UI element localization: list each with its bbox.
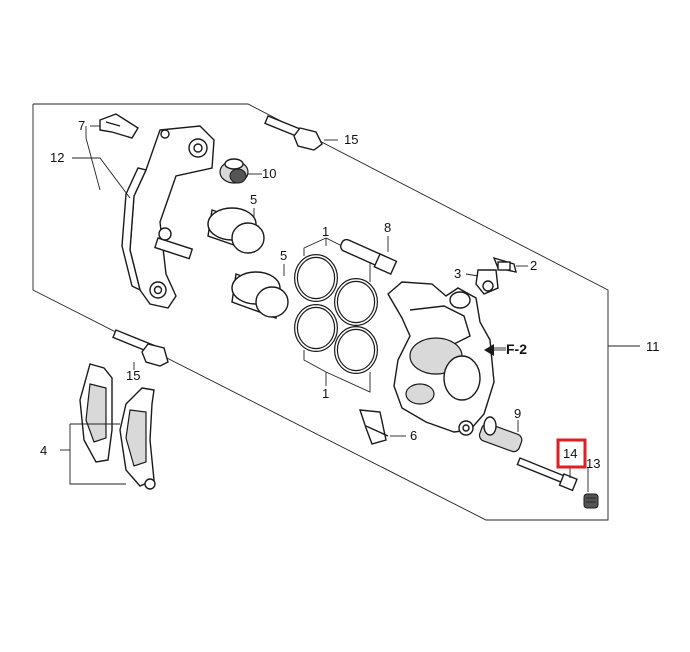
pad-retainer [358,409,389,445]
callout-8: 8 [384,220,391,235]
bleeder-valve [492,256,517,273]
bleeder-cap [475,269,499,295]
callout-2: 2 [530,258,537,273]
assembly-boundary [32,103,640,521]
callout-13: 13 [586,456,600,471]
callout-11: 11 [646,339,660,354]
slide-pin [340,238,398,276]
pin-spring [583,493,599,509]
callout-15-top: 15 [344,132,358,147]
callout-7: 7 [78,118,85,133]
piston-seal-upper-left [294,254,338,302]
callout-12: 12 [50,150,64,165]
callout-6: 6 [410,428,417,443]
callout-f2: F-2 [506,341,527,357]
piston-seal-upper-right [334,278,378,326]
bolt-lower [112,329,169,367]
callout-1-upper: 1 [322,224,329,239]
piston-lower [231,271,289,319]
piston-upper [207,207,265,254]
caliper-bracket [121,125,215,309]
callout-9: 9 [514,406,521,421]
callout-3: 3 [454,266,461,281]
piston-seal-lower-left [294,304,338,352]
callout-5-upper: 5 [250,192,257,207]
callout-14: 14 [563,446,577,461]
brake-pad-inner [79,363,113,463]
seal-bracket-lines [303,237,371,393]
callout-labels: 7 12 15 10 5 1 8 5 3 2 F-2 11 15 1 9 6 4… [40,118,660,471]
callout-5-lower: 5 [280,248,287,263]
piston-seal-lower-right [334,326,378,374]
callout-10: 10 [262,166,276,181]
caliper-body [387,281,495,436]
highlight-box [556,438,587,469]
callout-1-lower: 1 [322,386,329,401]
bolt-top [264,115,323,151]
caliper-pin-long [516,457,578,492]
callout-4: 4 [40,443,47,458]
callout-15-lower: 15 [126,368,140,383]
leader-lines [60,125,589,492]
pin-boot [219,158,249,184]
pin-sleeve [478,416,523,453]
f2-arrow [484,344,506,356]
brake-pad-outer [119,387,156,490]
pad-spring-clip [99,113,139,139]
